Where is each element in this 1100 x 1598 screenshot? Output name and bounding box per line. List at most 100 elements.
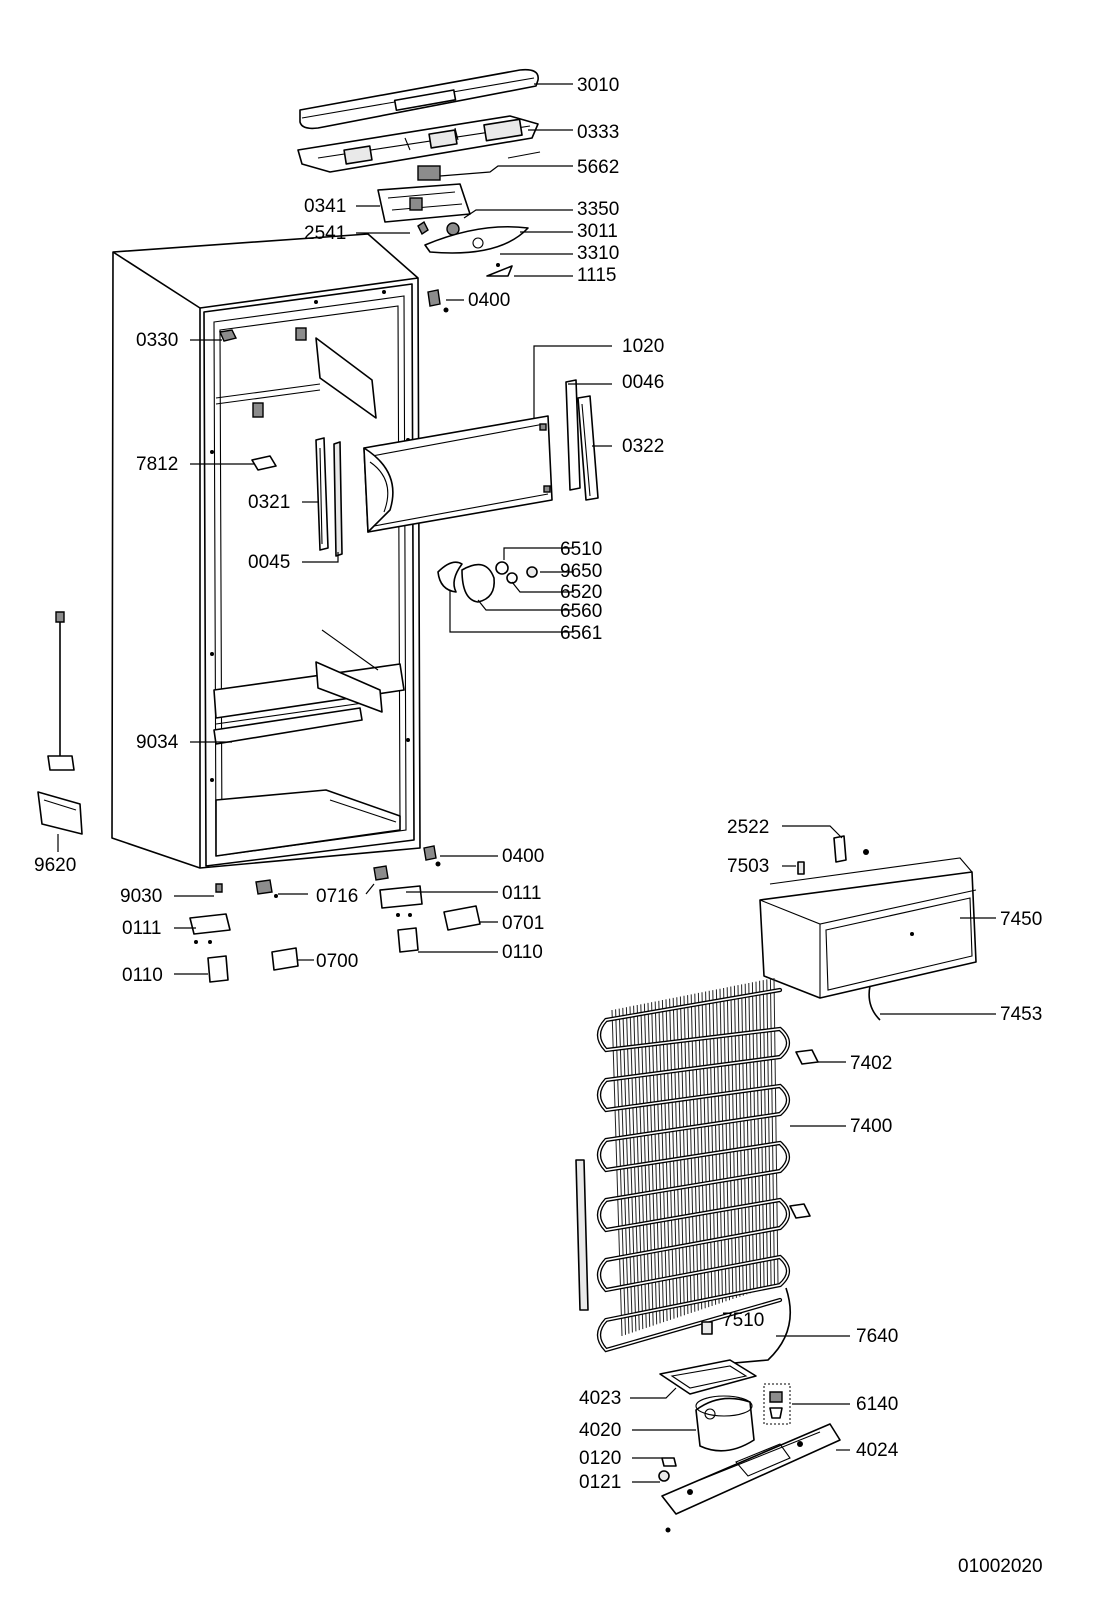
- label-7450: 7450: [1000, 909, 1042, 930]
- condenser-fin: [625, 1007, 637, 1332]
- label-5662: 5662: [577, 157, 619, 178]
- leader-lines: [57, 83, 996, 1483]
- label-6561: 6561: [560, 623, 602, 644]
- relay-6140: [763, 1383, 791, 1425]
- label-0110-right: 0110: [502, 942, 543, 963]
- cabinet-body: [111, 233, 421, 869]
- condenser-7400: [575, 977, 819, 1353]
- label-1020: 1020: [622, 336, 664, 357]
- label-0400-bottom: 0400: [502, 846, 544, 867]
- condenser-fin: [719, 988, 727, 1302]
- hinge-rail-0045: [333, 441, 343, 557]
- condenser-fin: [633, 1005, 644, 1330]
- label-0321: 0321: [248, 492, 290, 513]
- label-4024: 4024: [856, 1440, 899, 1461]
- condenser-fin: [615, 1009, 626, 1335]
- grommet-0120: [661, 1457, 677, 1467]
- hinge-0330: [218, 329, 238, 342]
- label-2541: 2541: [304, 223, 346, 244]
- condenser-fin: [737, 985, 744, 1296]
- condenser-fin: [701, 992, 710, 1308]
- label-0111-left: 0111: [122, 918, 161, 939]
- label-0700: 0700: [316, 951, 358, 972]
- label-9620: 9620: [34, 855, 76, 876]
- drain-tube-7453: [868, 985, 881, 1021]
- compressor-base-4023: [659, 1359, 757, 1395]
- label-6510: 6510: [560, 539, 602, 560]
- condenser-fin: [694, 993, 703, 1310]
- thermostat-5662: [417, 151, 541, 181]
- condenser-fin: [769, 978, 775, 1286]
- condenser-fin: [730, 986, 737, 1298]
- clip-2541: [417, 220, 429, 236]
- nut-0121: [658, 1470, 670, 1482]
- label-7402: 7402: [850, 1053, 892, 1074]
- condenser-fin: [611, 1009, 623, 1337]
- base-plate-4024: [661, 1423, 841, 1533]
- label-0111-right: 0111: [502, 883, 541, 904]
- condenser-fin: [697, 992, 706, 1309]
- condenser-fin: [679, 996, 689, 1315]
- condenser-fin: [744, 983, 751, 1294]
- compressor-4020: [695, 1395, 755, 1452]
- evaporator-box-7450: [759, 857, 977, 999]
- top-cover-3010: [299, 68, 539, 130]
- label-1115: 1115: [577, 265, 616, 286]
- condenser-fin: [715, 989, 723, 1303]
- lamp-cover-3011: [424, 225, 529, 254]
- label-9030: 9030: [120, 886, 162, 907]
- condenser-fin: [773, 977, 779, 1285]
- freezer-door-1020: [363, 415, 553, 533]
- label-0333: 0333: [577, 122, 619, 143]
- label-7510: 7510: [722, 1310, 764, 1331]
- condenser-fin: [766, 979, 772, 1287]
- label-7640: 7640: [856, 1326, 898, 1347]
- label-4023: 4023: [579, 1388, 621, 1409]
- hinge-0400-top: [427, 289, 449, 313]
- hinge-rail-0321: [315, 437, 329, 551]
- label-6140: 6140: [856, 1394, 898, 1415]
- capillary-7640: [699, 1287, 792, 1367]
- screw-3310: [496, 263, 500, 267]
- condenser-fin: [690, 994, 699, 1311]
- lamp-housing-0341: [377, 183, 471, 223]
- label-0322: 0322: [622, 436, 664, 457]
- label-3011: 3011: [577, 221, 618, 242]
- power-cord-9620: [37, 611, 83, 835]
- label-3310: 3310: [577, 243, 619, 264]
- label-6520: 6520: [560, 582, 602, 603]
- label-3010: 3010: [577, 75, 619, 96]
- part-labels: 3010 0333 5662 0341 3350 2541 3011 3310 …: [34, 75, 1042, 1493]
- label-7812: 7812: [136, 454, 178, 475]
- label-6560: 6560: [560, 601, 602, 622]
- label-0716: 0716: [316, 886, 358, 907]
- diagram-id: 01002020: [958, 1556, 1043, 1577]
- label-7503: 7503: [727, 856, 769, 877]
- condenser-fin: [683, 995, 692, 1313]
- label-7453: 7453: [1000, 1004, 1042, 1025]
- condenser-fin: [676, 997, 685, 1316]
- screw-7503: [797, 861, 805, 875]
- condenser-fin: [712, 990, 720, 1304]
- label-0341: 0341: [304, 196, 346, 217]
- condenser-fin: [733, 985, 741, 1297]
- condenser-fin: [618, 1008, 630, 1334]
- hinge-bar-0046: [565, 379, 581, 491]
- condenser-fin: [687, 995, 696, 1312]
- condenser-fin: [629, 1006, 640, 1331]
- bracket-2522: [833, 835, 869, 863]
- condenser-fin: [723, 987, 730, 1301]
- label-3350: 3350: [577, 199, 619, 220]
- condenser-fin: [726, 987, 734, 1300]
- label-0046: 0046: [622, 372, 664, 393]
- lamp-parts-6510-6561: [437, 561, 538, 603]
- label-2522: 2522: [727, 817, 769, 838]
- label-9650: 9650: [560, 561, 602, 582]
- hinge-bar-0322: [577, 395, 599, 501]
- condenser-fin: [741, 984, 748, 1295]
- label-0110-left: 0110: [122, 965, 163, 986]
- label-0400-top: 0400: [468, 290, 510, 311]
- label-7400: 7400: [850, 1116, 892, 1137]
- lamp-lens-1115: [486, 265, 513, 277]
